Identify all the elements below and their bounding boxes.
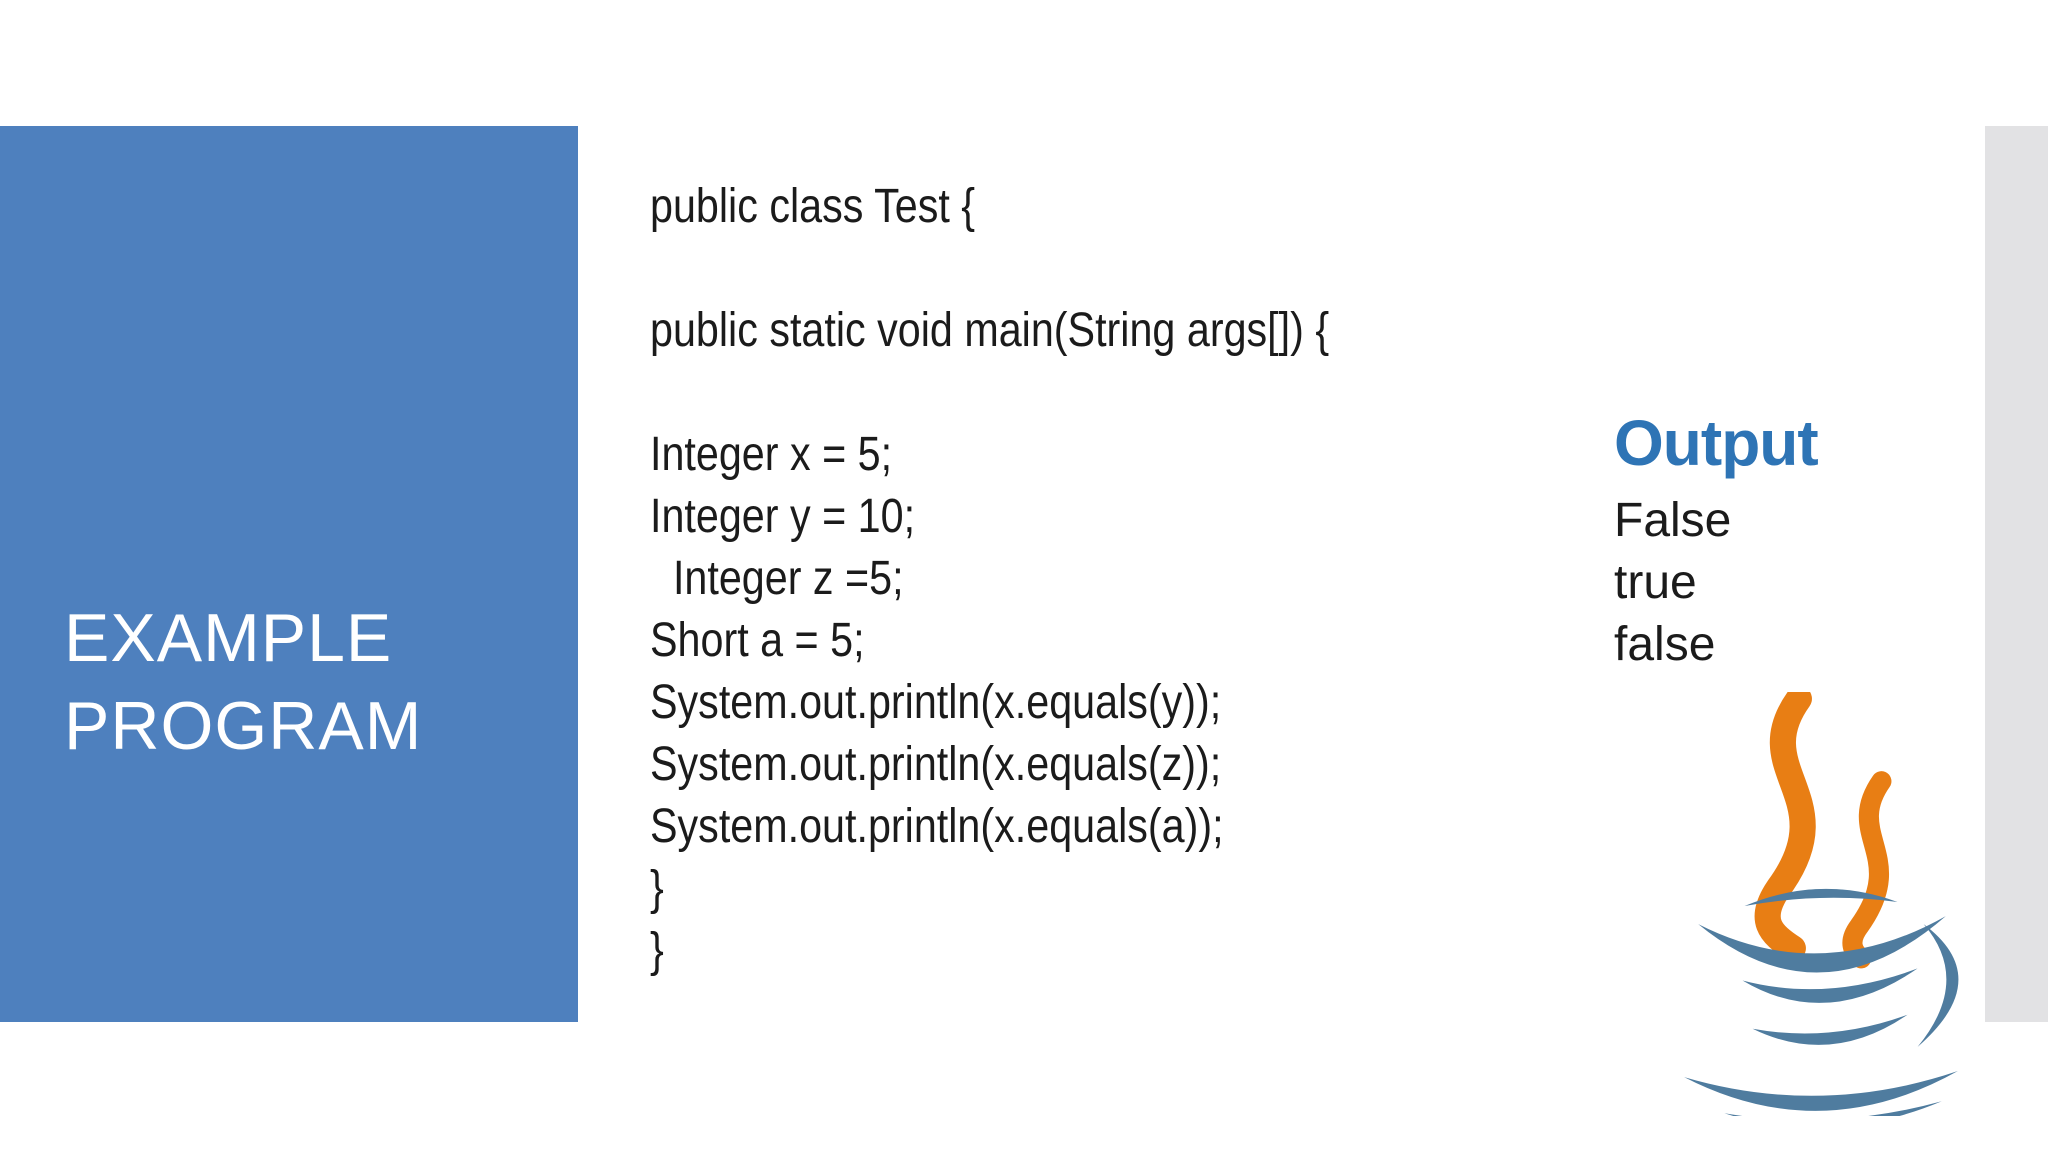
title-panel: EXAMPLE PROGRAM (0, 126, 578, 1022)
java-coffee-cup-svg (1684, 692, 1959, 1116)
code-line: System.out.println(x.equals(a)); (650, 800, 1224, 853)
code-line: public class Test { (650, 180, 976, 233)
code-line: System.out.println(x.equals(z)); (650, 738, 1222, 791)
output-line: true (1614, 556, 1697, 609)
code-block: public class Test { public static void m… (650, 176, 1329, 982)
output-section: Output False true false (1614, 404, 1819, 676)
code-line: } (650, 862, 664, 915)
code-line: System.out.println(x.equals(y)); (650, 676, 1222, 729)
code-line (650, 238, 1329, 300)
code-line: Short a = 5; (650, 614, 865, 667)
code-line: } (650, 924, 664, 977)
output-line: false (1614, 618, 1716, 671)
code-line: Integer y = 10; (650, 490, 916, 543)
code-line: Integer z =5; (650, 552, 904, 605)
right-accent-strip (1985, 126, 2048, 1022)
output-heading: Output (1614, 407, 1819, 479)
code-line (650, 362, 1329, 424)
java-logo-icon (1658, 692, 1980, 1116)
output-line: False (1614, 494, 1732, 547)
slide-title: EXAMPLE PROGRAM (64, 600, 423, 764)
code-line: Integer x = 5; (650, 428, 893, 481)
code-line: public static void main(String args[]) { (650, 304, 1330, 357)
output-values: False true false (1614, 490, 1818, 676)
